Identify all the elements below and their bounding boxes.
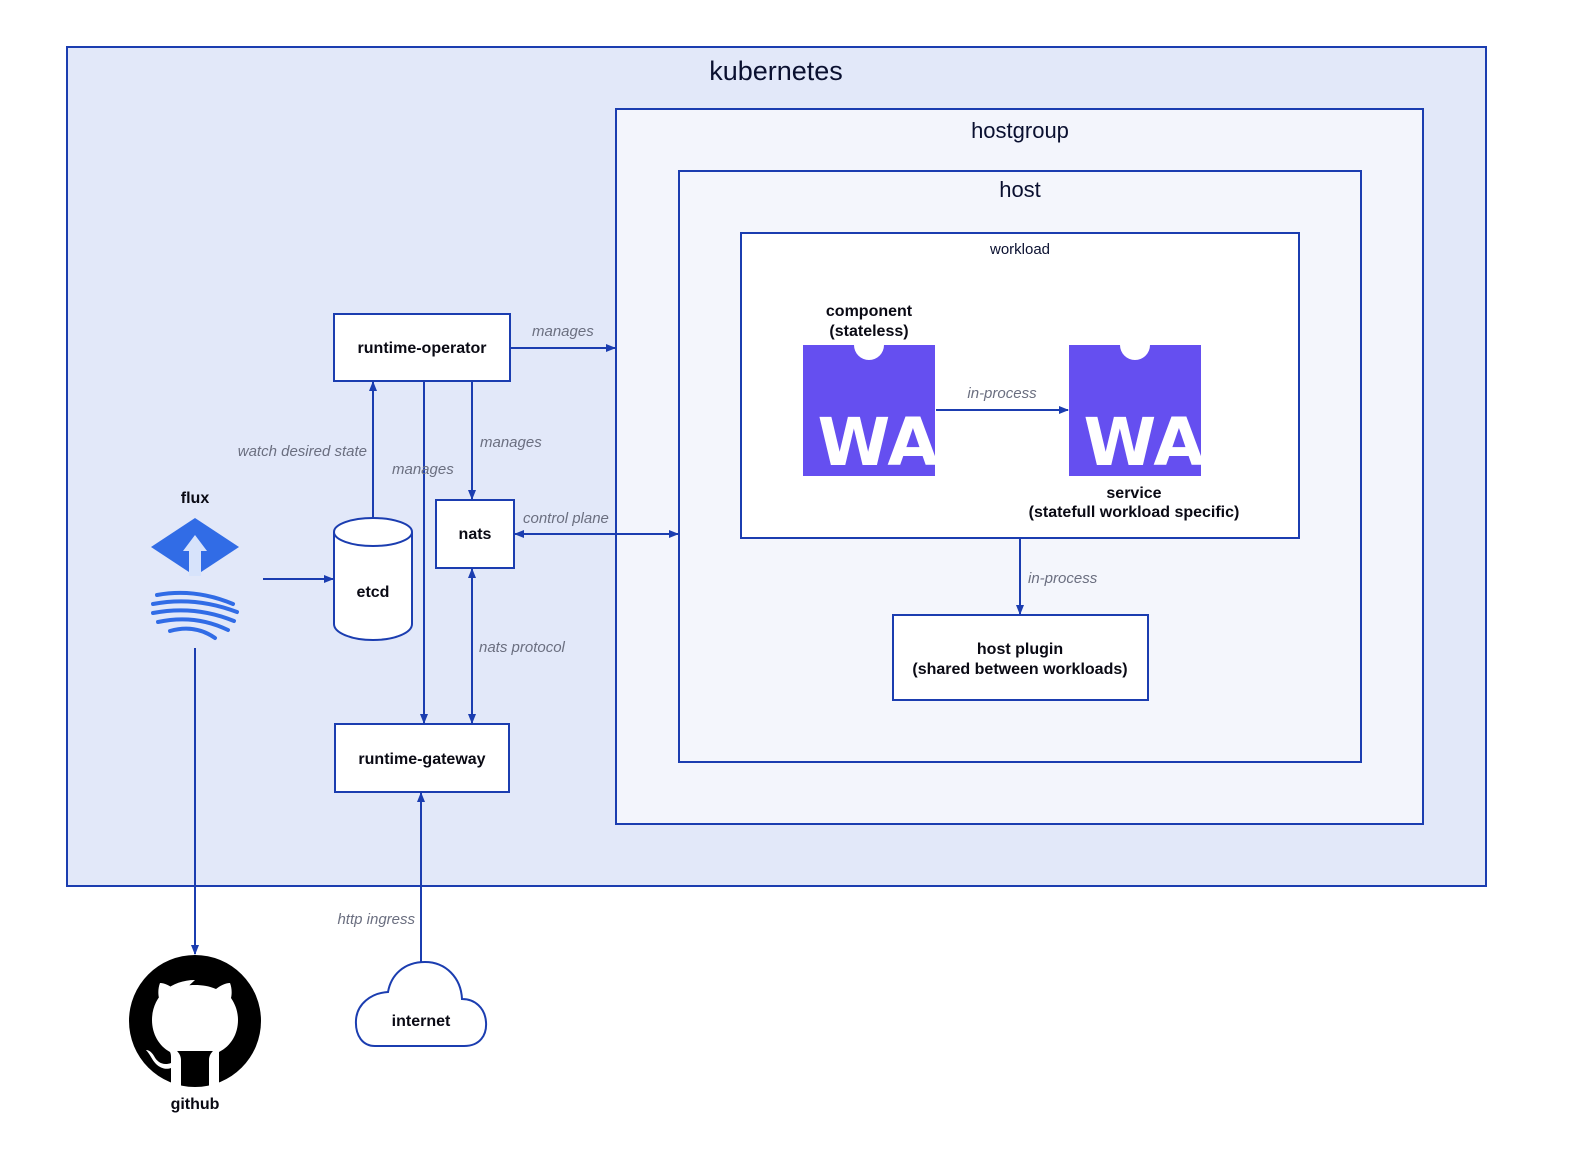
etcd-label: etcd (357, 584, 390, 601)
github-node: github (129, 955, 261, 1113)
internet-node: internet (354, 960, 488, 1047)
etcd-node: etcd (333, 517, 413, 641)
internet-label: internet (392, 1013, 451, 1030)
flux-node: flux (151, 490, 239, 640)
kubernetes-title: kubernetes (709, 56, 843, 86)
runtime-operator-node: runtime-operator (333, 313, 511, 382)
cloud-icon (354, 960, 488, 1047)
github-label: github (171, 1096, 220, 1113)
host-plugin-subtitle: (shared between workloads) (912, 661, 1127, 678)
edge-label-nats-host: control plane (523, 510, 609, 527)
edge-label-internet-gateway: http ingress (337, 911, 415, 928)
hostgroup-title: hostgroup (971, 118, 1069, 143)
github-icon (129, 955, 261, 1087)
wasm-icon: WA (1069, 345, 1204, 481)
edge-label-etcd-operator: watch desired state (238, 443, 367, 460)
edge-label-operator-hostgroup: manages (532, 323, 594, 340)
wasm-logo-text: WA (1084, 404, 1205, 481)
edges (191, 344, 1069, 962)
host-plugin-node: host plugin (shared between workloads) (892, 614, 1149, 701)
cylinder-icon (333, 532, 413, 641)
runtime-gateway-label: runtime-gateway (358, 751, 485, 768)
workload-title: workload (989, 241, 1050, 258)
edge-label-component-service: in-process (967, 385, 1037, 402)
wasm-logo-text: WA (818, 404, 939, 481)
edge-label-operator-nats: manages (480, 434, 542, 451)
wasm-icon: WA (803, 345, 938, 481)
nats-node: nats (435, 499, 515, 569)
host-plugin-title: host plugin (977, 641, 1063, 658)
edge-label-operator-gateway: manages (392, 461, 454, 478)
component-title: component (826, 303, 913, 320)
runtime-gateway-node: runtime-gateway (334, 723, 510, 793)
service-title: service (1106, 485, 1161, 502)
host-title: host (999, 177, 1041, 202)
flux-icon (151, 518, 239, 640)
flux-label: flux (181, 490, 210, 507)
component-subtitle: (stateless) (829, 323, 908, 340)
nats-label: nats (459, 526, 492, 543)
service-subtitle: (statefull workload specific) (1029, 504, 1240, 521)
edge-label-workload-plugin: in-process (1028, 570, 1098, 587)
edge-label-nats-gateway: nats protocol (479, 639, 566, 656)
runtime-operator-label: runtime-operator (358, 340, 487, 357)
component-node: component (stateless) WA (803, 303, 938, 481)
service-node: WA service (statefull workload specific) (1029, 345, 1240, 521)
